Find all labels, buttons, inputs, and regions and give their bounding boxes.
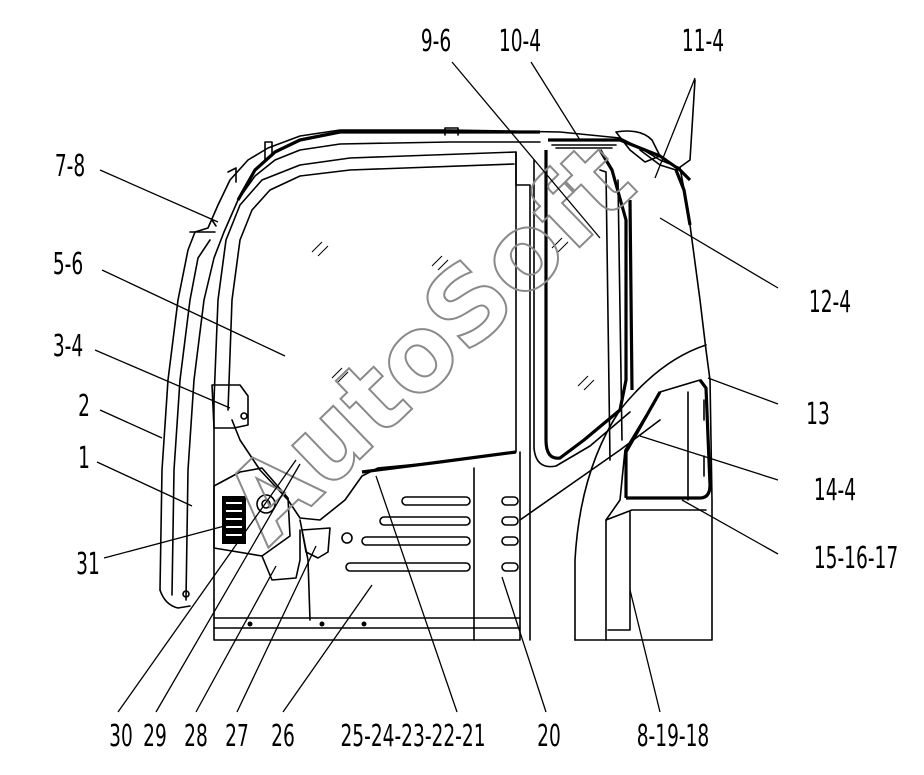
door-lower (519, 419, 661, 521)
callout-26: 26 (271, 718, 295, 753)
rear-pillar-inner-1 (171, 239, 211, 596)
fender-curve (574, 344, 707, 641)
callout-8-19-18: 8-19-18 (637, 718, 710, 753)
rail-bolt-2 (319, 621, 325, 627)
lamp-lens-stripes (226, 502, 242, 536)
roof-bracket (264, 141, 273, 161)
callout-15-16-17: 15-16-17 (814, 540, 898, 575)
wheel-arch-inner (605, 379, 701, 641)
glass-hatch-marks (311, 237, 595, 391)
callout-12-4: 12-4 (809, 284, 851, 319)
leader-lines (94, 61, 779, 713)
callout-14-4: 14-4 (814, 472, 856, 507)
visor-hatch (551, 144, 617, 149)
step-handle (687, 391, 705, 501)
callout-20: 20 (537, 718, 561, 753)
callout-1: 1 (78, 440, 90, 475)
callout-5-6: 5-6 (53, 246, 83, 281)
door-window-inner (533, 159, 631, 468)
step-frame (624, 379, 712, 500)
callout-2: 2 (78, 388, 90, 423)
bracket-bolt (240, 412, 248, 420)
rear-latch (189, 219, 217, 233)
reflector-center (261, 499, 271, 509)
mud-guard-28 (261, 529, 301, 581)
callout-28: 28 (184, 718, 208, 753)
callout-3-4: 3-4 (53, 328, 83, 363)
rear-bolt (182, 590, 190, 598)
lamp-housing (213, 467, 291, 557)
callout-29: 29 (143, 718, 167, 753)
callout-9-6: 9-6 (421, 23, 451, 58)
rear-bracket-3-4 (211, 384, 249, 429)
door-window-seal (544, 149, 628, 460)
door-frame-right (599, 169, 623, 461)
callout-11-4: 11-4 (682, 23, 724, 58)
light-27 (301, 527, 331, 559)
cab-body (159, 79, 713, 641)
roof-hinge (227, 167, 237, 183)
front-seal (674, 169, 692, 226)
callout-labels: 9-6 10-4 11-4 7-8 5-6 3-4 2 1 31 12-4 13… (53, 23, 898, 753)
visor-cap (615, 130, 661, 163)
rail-bolt-1 (247, 621, 253, 627)
callout-10-4: 10-4 (499, 23, 541, 58)
step-plate (605, 509, 707, 631)
rear-bottom-hook (159, 589, 191, 609)
callout-13: 13 (806, 396, 830, 431)
floor-rail (213, 617, 521, 629)
vent-slots (345, 496, 519, 572)
roof-edge (236, 130, 540, 201)
panel-top-strip (361, 450, 517, 474)
side-window-inner (227, 163, 515, 411)
callout-7-8: 7-8 (55, 148, 85, 183)
roof-lamp (444, 127, 459, 136)
callout-30: 30 (109, 718, 133, 753)
reflector (256, 494, 276, 514)
callout-27: 27 (225, 718, 249, 753)
door-pillar-seal (628, 199, 634, 391)
door-outline (515, 151, 531, 641)
panel-grommet (341, 532, 353, 544)
callout-25-24-23-22-21: 25-24-23-22-21 (340, 718, 485, 753)
callout-31: 31 (76, 546, 100, 581)
rail-bolt-3 (361, 621, 367, 627)
